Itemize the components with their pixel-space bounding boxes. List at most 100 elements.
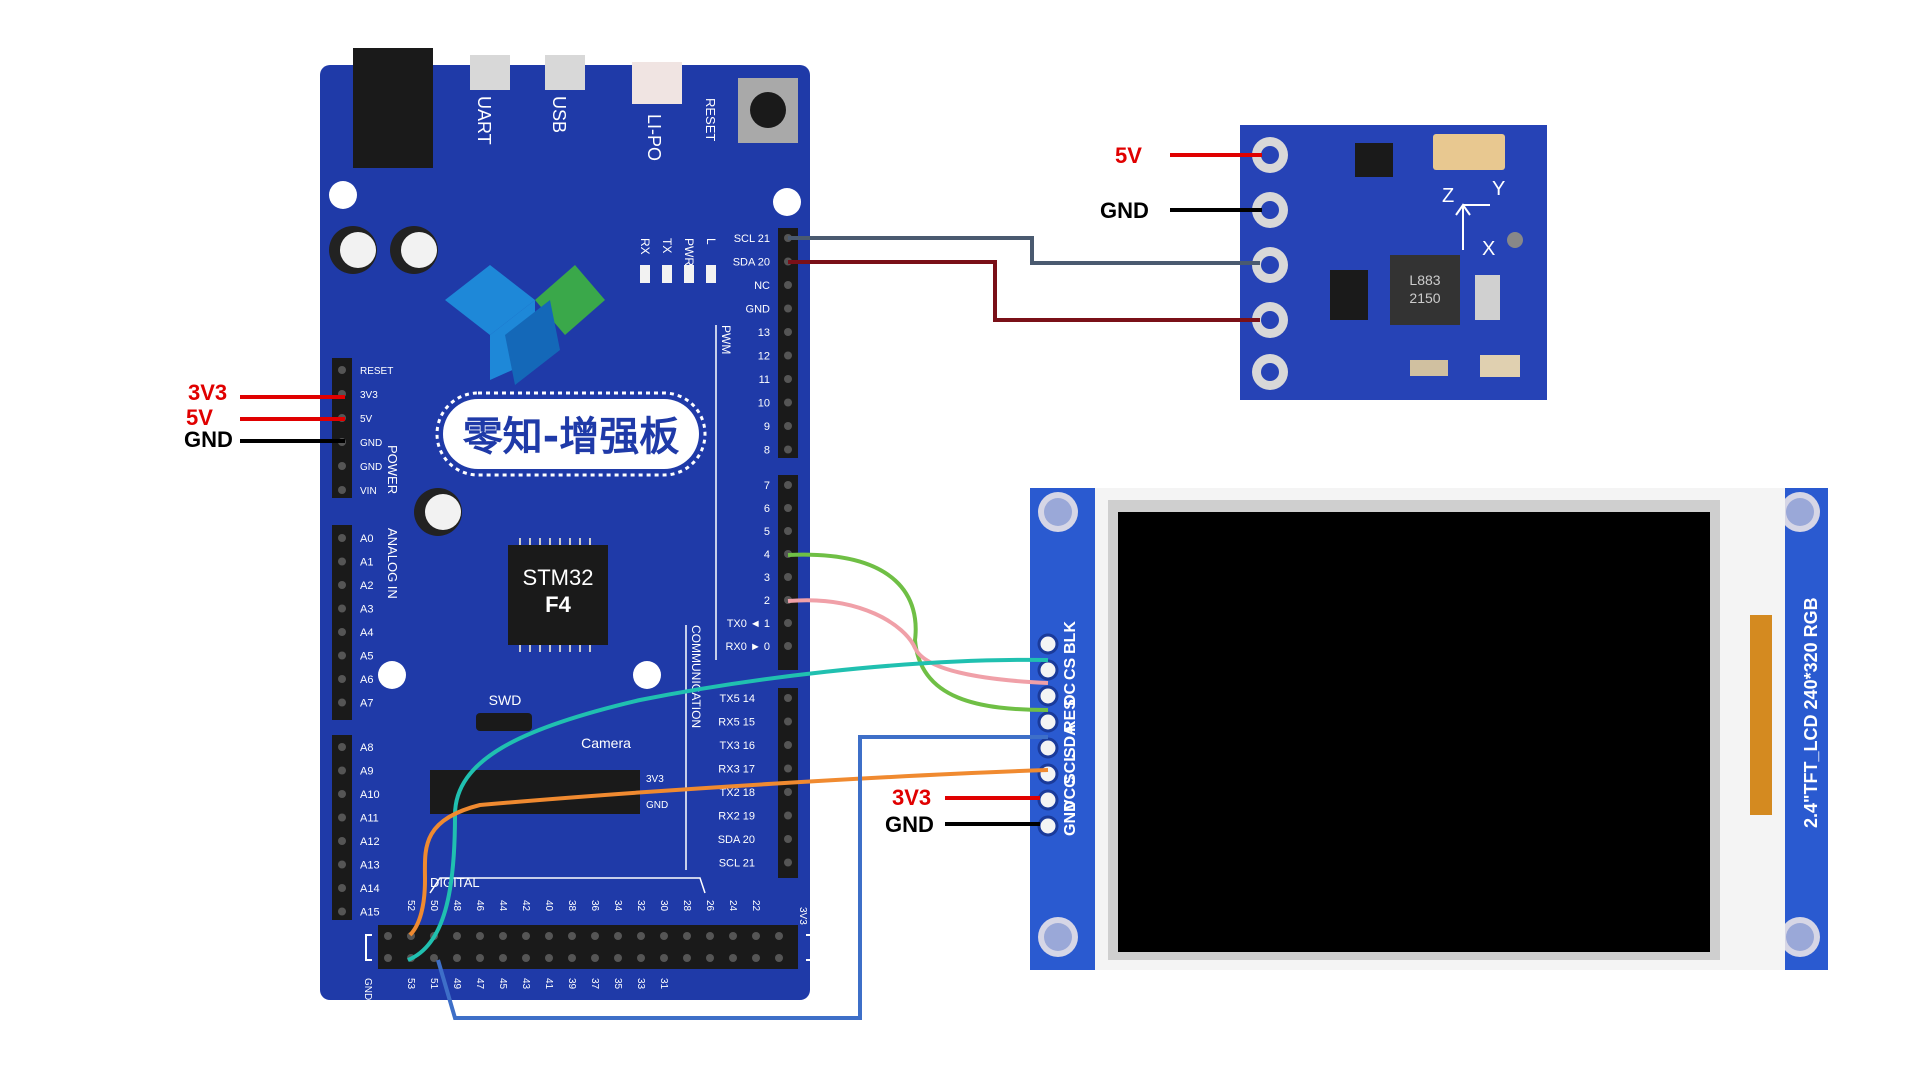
header-pin (476, 954, 484, 962)
header-pin (384, 954, 392, 962)
header-pin (338, 675, 346, 683)
wire-sda-lcd (407, 657, 1049, 962)
lcd-pin (1037, 763, 1059, 785)
analog-pin-label: A14 (360, 883, 380, 895)
analog-header-bottom (332, 735, 352, 920)
stm32-chip (508, 545, 608, 645)
power-pin-label: GND (360, 462, 382, 473)
lcd-pin (1037, 685, 1059, 707)
right-pin-label: SCL 21 (734, 233, 770, 245)
header-pin (637, 932, 645, 940)
digital-pin-label: 40 (543, 900, 554, 912)
digital-pin-label: 26 (704, 900, 715, 912)
header-pin (784, 504, 792, 512)
header-pin (637, 954, 645, 962)
right-pin-label: TX0 ◄ 1 (727, 618, 770, 630)
header-pin (775, 932, 783, 940)
lcd-pin-label: RES (1062, 699, 1079, 732)
analog-pin-label: A12 (360, 836, 380, 848)
header-pin (706, 932, 714, 940)
header-pin (338, 534, 346, 542)
header-pin (784, 619, 792, 627)
digital-pin-label: 31 (658, 978, 669, 990)
analog-pin-label: A13 (360, 860, 380, 872)
header-pin (522, 932, 530, 940)
digital-pin-label: 38 (566, 900, 577, 912)
header-pin (338, 860, 346, 869)
right-pin-label: GND (746, 304, 771, 316)
header-pin (499, 954, 507, 962)
lcd-gnd-label: GND (885, 812, 934, 837)
digital-pin-label: 36 (589, 900, 600, 912)
header-pin (784, 398, 792, 407)
digital-pin-label: 39 (566, 978, 577, 990)
right-pin-label: 8 (764, 445, 770, 457)
led-label: TX (660, 238, 674, 253)
axis-label: Z (1442, 185, 1454, 207)
digital-3v3-label: 3V3 (797, 907, 808, 925)
swd-header (476, 713, 532, 731)
sensor-5v-label: 5V (1115, 143, 1142, 168)
header-pin (729, 932, 737, 940)
lcd-pin (1037, 815, 1059, 837)
analog-pin-label: A1 (360, 557, 373, 569)
header-pin (784, 328, 792, 336)
comm-pin-label: RX3 17 (718, 764, 755, 776)
right-header-top (778, 228, 798, 458)
header-pin (706, 954, 714, 962)
wire-cs-lcd (436, 735, 1048, 1020)
digital-header (378, 925, 798, 969)
header-pin (660, 932, 668, 940)
header-pin (338, 837, 346, 845)
header-pin (384, 932, 392, 940)
power-pin-label: VIN (360, 486, 377, 497)
board-title: 零知-增强板 (463, 414, 680, 460)
header-pin (784, 811, 792, 820)
header-pin (338, 698, 346, 707)
lcd-pin-label: CS (1062, 657, 1079, 680)
power-header (332, 358, 352, 498)
header-pin (338, 813, 346, 822)
pwm-label: PWM (719, 325, 733, 354)
right-pin-label: 7 (764, 480, 770, 492)
lcd-pin-label: GND (1062, 800, 1079, 836)
analog-pin-label: A0 (360, 533, 373, 545)
flex-cable (1750, 615, 1772, 815)
header-pin (784, 741, 792, 749)
digital-pin-label: 46 (474, 900, 485, 912)
digital-pin-label: 33 (635, 978, 646, 990)
header-pin (338, 462, 346, 470)
digital-pin-label: 47 (474, 978, 485, 990)
comm-pin-label: RX5 15 (718, 717, 755, 729)
digital-pin-label: 24 (727, 900, 738, 912)
right-pin-label: 6 (764, 503, 770, 515)
header-pin (784, 422, 792, 430)
wire-sda (788, 260, 1260, 322)
lcd-pin (1037, 711, 1059, 733)
header-pin (522, 954, 530, 962)
power-lines (240, 153, 1262, 826)
axis-label: Y (1492, 178, 1505, 200)
right-header-mid (778, 475, 798, 670)
camera-header (430, 770, 640, 814)
sensor-chip-text: L883 (1409, 272, 1440, 288)
header-pin (683, 954, 691, 962)
comm-pin-label: TX5 14 (720, 693, 755, 705)
header-pin (683, 932, 691, 940)
header-pin (784, 835, 792, 843)
analog-pin-label: A7 (360, 698, 373, 710)
header-pin (775, 954, 783, 962)
header-pin (784, 694, 792, 702)
lcd-pin (1037, 737, 1059, 759)
header-pin (752, 954, 760, 962)
chip-label: STM32 (523, 565, 594, 590)
right-pin-label: 5 (764, 526, 770, 538)
swd-label: SWD (489, 692, 522, 708)
header-pin (784, 375, 792, 383)
digital-pin-label: 34 (612, 900, 623, 912)
wires (407, 236, 1260, 1020)
wire-dc (787, 552, 1049, 712)
right-pin-label: SDA 20 (733, 257, 770, 269)
tantalum-cap (1433, 134, 1505, 170)
comm-pin-label: SCL 21 (719, 858, 755, 870)
